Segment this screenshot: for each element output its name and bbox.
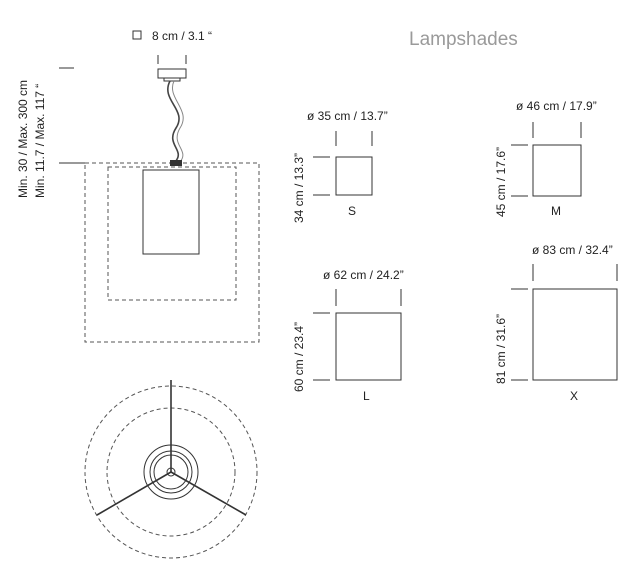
- shade-l-diameter: ø 62 cm / 24.2”: [323, 268, 404, 282]
- shade-x-box: [532, 288, 618, 381]
- arm-left: [96, 471, 172, 516]
- top-outline-x: [84, 385, 258, 559]
- pendant-top-view: [84, 380, 258, 559]
- cable: [167, 80, 180, 163]
- shade-m-diameter: ø 46 cm / 17.9”: [516, 99, 597, 113]
- shade-m-name: M: [551, 204, 561, 218]
- shade-solid-s: [142, 169, 200, 255]
- arm-right: [170, 471, 247, 516]
- suspension-length-in: Min. 11.7 / Max. 117 “: [33, 84, 47, 198]
- diagram-title: Lampshades: [409, 29, 518, 50]
- shade-s-box: [335, 156, 373, 196]
- shade-m-group: ø 46 cm / 17.9” 45 cm / 17.6” M: [494, 99, 597, 218]
- shade-l-name: L: [363, 389, 370, 403]
- shade-m-height: 45 cm / 17.6”: [494, 147, 508, 217]
- shade-x-height: 81 cm / 31.6”: [494, 314, 508, 384]
- shade-l-group: ø 62 cm / 24.2” 60 cm / 23.4” L: [292, 268, 404, 403]
- shade-s-diameter: ø 35 cm / 13.7”: [307, 109, 388, 123]
- square-symbol-icon: [132, 30, 142, 40]
- shade-s-name: S: [348, 204, 356, 218]
- shade-x-name: X: [570, 389, 578, 403]
- suspension-length-cm: Min. 30 / Max. 300 cm: [16, 80, 30, 198]
- shade-x-group: ø 83 cm / 32.4” 81 cm / 31.6” X: [494, 243, 618, 403]
- shade-l-box: [335, 312, 402, 381]
- shade-s-height: 34 cm / 13.3”: [292, 153, 306, 223]
- canopy: [157, 68, 187, 79]
- shade-x-diameter: ø 83 cm / 32.4”: [532, 243, 613, 257]
- shade-l-height: 60 cm / 23.4”: [292, 322, 306, 392]
- shade-outline-l: [107, 166, 237, 301]
- socket: [170, 160, 182, 166]
- shade-s-group: ø 35 cm / 13.7” 34 cm / 13.3” S: [292, 109, 388, 223]
- canopy-width-label: 8 cm / 3.1 “: [152, 29, 212, 43]
- shade-m-box: [532, 144, 582, 197]
- pendant-side-view: 8 cm / 3.1 “ Min. 30 / Max. 300 cm Min. …: [16, 29, 260, 343]
